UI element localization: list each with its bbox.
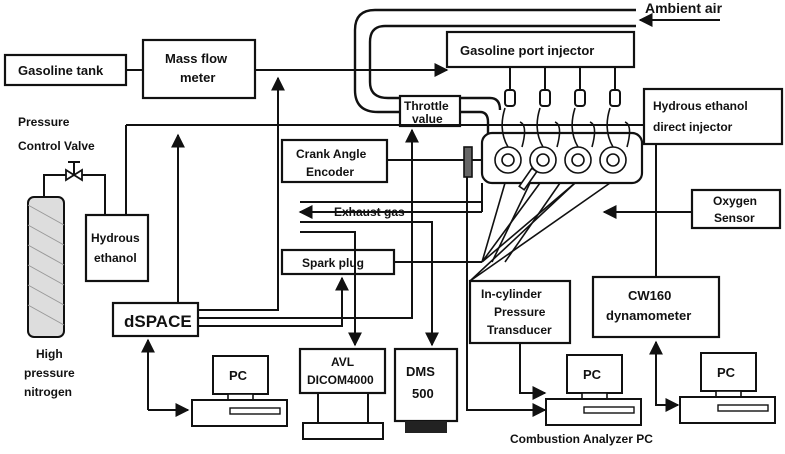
oxygen-sensor-label-2: Sensor — [714, 211, 755, 225]
pressure-word-label: pressure — [24, 366, 75, 380]
mass-flow-meter-label-1: Mass flow — [165, 51, 228, 66]
pressure-label: Pressure — [18, 115, 70, 129]
crank-angle-encoder-box — [280, 138, 389, 184]
throttle-label-1: Throttle — [404, 99, 449, 113]
hydrous-ethanol-label-1: Hydrous — [91, 231, 140, 245]
nitrogen-line — [43, 174, 66, 198]
dms500-label-2: 500 — [412, 386, 434, 401]
nitrogen-cylinder — [27, 196, 65, 338]
combustion-analyzer-pc-label: Combustion Analyzer PC — [510, 432, 653, 446]
dspace-to-injector-line — [198, 76, 285, 311]
direct-injector-label-1: Hydrous ethanol — [653, 99, 748, 113]
dms-probe-line — [300, 221, 439, 347]
direct-injector-label-2: direct injector — [653, 120, 733, 134]
pressure-control-valve-icon — [65, 161, 83, 182]
dspace-label: dSPACE — [124, 312, 192, 331]
intake-air-pipe — [353, 8, 636, 140]
high-label: High — [36, 347, 63, 361]
avl-box — [298, 347, 387, 395]
throttle-label-2: value — [412, 112, 443, 126]
dynamometer-label-1: CW160 — [628, 288, 671, 303]
direct-injector-box — [642, 87, 784, 146]
valve-to-ethanol-line — [82, 174, 106, 215]
hydrous-ethanol-label-2: ethanol — [94, 251, 137, 265]
avl-probe-line — [300, 231, 362, 347]
pc-1-label: PC — [229, 368, 248, 383]
dms500-base — [405, 421, 447, 433]
avl-label-1: AVL — [331, 355, 354, 369]
dspace-box — [111, 301, 200, 338]
transducer-to-analyzer-line — [519, 343, 547, 400]
pressure-transducer-label-2: Pressure — [494, 305, 546, 319]
dspace-to-spark-line — [198, 276, 349, 327]
gasoline-port-injector-label: Gasoline port injector — [460, 43, 594, 58]
gasoline-tank-label: Gasoline tank — [18, 63, 104, 78]
mass-flow-meter-box — [141, 38, 257, 100]
oxygen-sensor-box — [690, 188, 782, 230]
nitrogen-label: nitrogen — [24, 385, 72, 399]
crank-shaft — [463, 146, 473, 178]
mass-flow-meter-label-2: meter — [180, 70, 215, 85]
avl-label-2: DICOM4000 — [307, 373, 374, 387]
pc-3: PC — [679, 352, 776, 424]
pc-2-label: PC — [583, 367, 602, 382]
oxygen-sensor-label-1: Oxygen — [713, 194, 757, 208]
exhaust-gas-label: Exhaust gas — [334, 205, 405, 219]
combustion-analyzer-pc: PC — [545, 354, 642, 426]
pc-1: PC — [191, 355, 288, 427]
dspace-to-throttle-line — [198, 128, 419, 319]
engine-block — [480, 107, 644, 191]
crank-angle-encoder-label-2: Encoder — [306, 165, 354, 179]
control-valve-label: Control Valve — [18, 139, 95, 153]
spark-plug-label: Spark plug — [302, 256, 364, 270]
throttle-box — [398, 94, 462, 128]
dms500-label-1: DMS — [406, 364, 435, 379]
ambient-air-label: Ambient air — [645, 0, 723, 16]
port-injector-nozzles — [504, 67, 621, 107]
pressure-transducer-label-3: Transducer — [487, 323, 552, 337]
pc-3-label: PC — [717, 365, 736, 380]
dynamometer-box — [591, 275, 721, 339]
hydrous-ethanol-box — [84, 213, 150, 283]
crank-angle-encoder-label-1: Crank Angle — [296, 147, 367, 161]
dms500-box — [393, 347, 459, 423]
encoder-to-analyzer-line — [466, 177, 547, 417]
pressure-transducer-label-1: In-cylinder — [481, 287, 542, 301]
dynamometer-label-2: dynamometer — [606, 308, 691, 323]
gasoline-port-injector-box — [445, 30, 636, 69]
dyno-to-pc-line — [649, 340, 680, 412]
